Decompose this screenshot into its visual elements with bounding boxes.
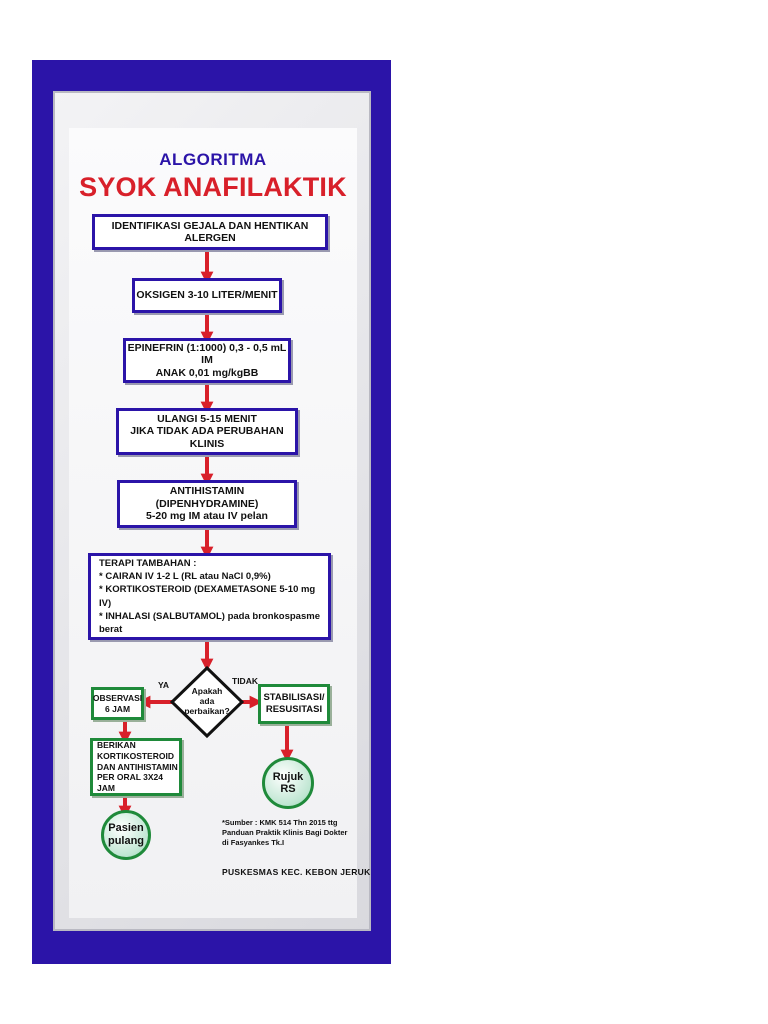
oral-line1: BERIKAN KORTIKOSTEROID [97,740,174,762]
step-oxygen: OKSIGEN 3-10 LITER/MENIT [132,278,282,313]
oral-line3: PER ORAL 3X24 JAM [97,772,163,793]
source-note: *Sumber : KMK 514 Thn 2015 ttg Panduan P… [222,818,347,848]
additional-heading: TERAPI TAMBAHAN : [99,557,197,569]
step-antihistamine-line1: ANTIHISTAMIN (DIPENHYDRAMINE) [155,485,259,510]
label-no: TIDAK [232,676,258,686]
step-epinephrine-line1: EPINEFRIN (1:1000) 0,3 - 0,5 mL IM [127,341,287,367]
box-observe-text: OBSERVASI 6 JAM [92,693,143,714]
step-additional-therapy: TERAPI TAMBAHAN : * CAIRAN IV 1-2 L (RL … [88,553,331,640]
source-line2: Panduan Praktik Klinis Bagi Dokter [222,828,348,838]
step-epinephrine-line2: ANAK 0,01 mg/kgBB [155,366,259,379]
source-line1: *Sumber : KMK 514 Thn 2015 ttg [222,818,338,827]
footer-puskesmas: PUSKESMAS KEC. KEBON JERUK [222,867,371,877]
decision-diamond [169,665,245,739]
stabilize-line1: STABILISASI/ [263,691,325,703]
end-referral: Rujuk RS [262,757,314,809]
additional-item-inhalation: * INHALASI (SALBUTAMOL) pada bronkospasm… [99,610,320,636]
stabilize-line2: RESUSITASI [265,704,323,715]
source-line3: di Fasyankes Tk.I [222,838,285,848]
additional-item-corticosteroid: * KORTIKOSTEROID (DEXAMETASONE 5-10 mg I… [99,584,316,609]
title-syok-anafilaktik: SYOK ANAFILAKTIK [79,172,347,202]
step-oxygen-text: OKSIGEN 3-10 LITER/MENIT [136,289,278,302]
decision-line2: ada perbaikan? [184,696,230,716]
box-stabilize: STABILISASI/ RESUSITASI [258,684,330,724]
oral-line2: DAN ANTIHISTAMIN [97,761,178,772]
end-referral-text: Rujuk RS [272,771,304,795]
step-identify: IDENTIFIKASI GEJALA DAN HENTIKAN ALERGEN [92,214,328,250]
decision-question: Apakah ada perbaikan? [178,686,236,716]
label-yes: YA [158,680,170,690]
step-identify-text: IDENTIFIKASI GEJALA DAN HENTIKAN ALERGEN [111,219,309,244]
step-repeat-line2: JIKA TIDAK ADA PERUBAHAN KLINIS [130,425,284,450]
step-antihistamine-line2: 5-20 mg IM atau IV pelan [146,510,268,523]
title-algoritma: ALGORITMA [159,150,267,169]
end-patient-home: Pasien pulang [101,810,151,860]
step-antihistamine: ANTIHISTAMIN (DIPENHYDRAMINE) 5-20 mg IM… [117,480,297,528]
step-epinephrine: EPINEFRIN (1:1000) 0,3 - 0,5 mL IM ANAK … [123,338,291,383]
end-home-line1: Pasien [108,822,144,835]
step-repeat-line1: ULANGI 5-15 MENIT [157,412,257,425]
box-observe: OBSERVASI 6 JAM [91,687,144,720]
end-home-line2: pulang [107,835,145,847]
step-repeat: ULANGI 5-15 MENIT JIKA TIDAK ADA PERUBAH… [116,408,298,455]
box-oral-therapy: BERIKAN KORTIKOSTEROID DAN ANTIHISTAMIN … [90,738,182,796]
decision-line1: Apakah [191,686,223,697]
additional-item-fluids: * CAIRAN IV 1-2 L (RL atau NaCl 0,9%) [99,570,271,582]
